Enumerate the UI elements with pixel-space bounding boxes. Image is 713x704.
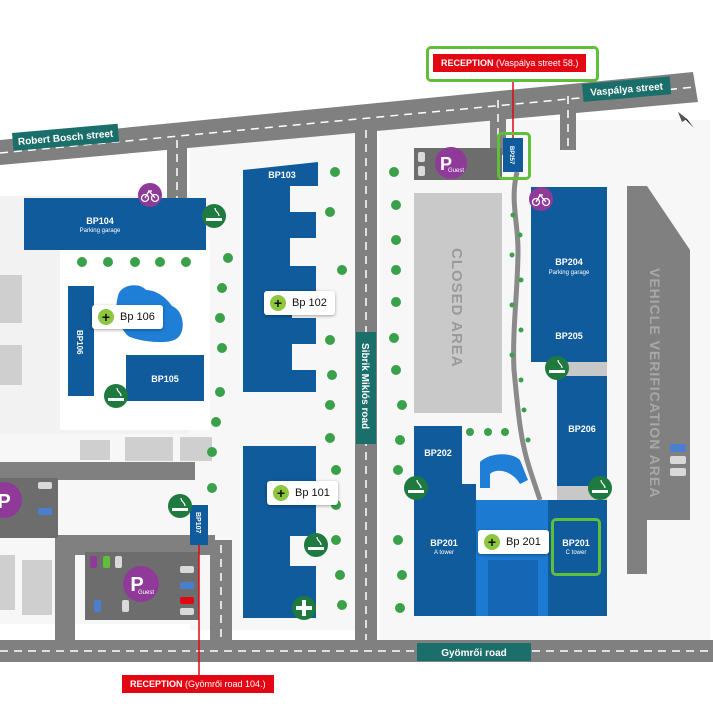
first-aid-icon: [292, 596, 316, 620]
parking-vehicle-area: [670, 444, 686, 476]
reception-bottom-title: RECEPTION: [130, 679, 183, 689]
reception-top-highlight: [426, 46, 599, 82]
road-markings: [0, 86, 713, 652]
street-sign-sibrik: Sibrik Miklós road: [356, 332, 376, 444]
bike-icon: [138, 183, 162, 207]
street-sign-robert-bosch: Robert Bosch street: [12, 123, 120, 151]
courtyard-arch: [480, 454, 528, 488]
reception-top-label[interactable]: RECEPTION (Vaspálya street 58.): [433, 54, 587, 72]
reception-bottom-address: (Gyömrői road 104.): [185, 679, 266, 689]
bp103-label: BP103: [268, 170, 296, 180]
tag-bp102-label: Bp 102: [292, 297, 327, 309]
tag-bp201-label: Bp 201: [506, 536, 541, 548]
bp257-highlight: [497, 132, 531, 180]
smoking-icon: [588, 476, 612, 500]
svg-text:P: P: [0, 491, 11, 513]
bp107-building[interactable]: [190, 505, 208, 545]
bp206-label: BP206: [568, 424, 596, 434]
access-path: [511, 171, 543, 501]
plus-icon: +: [270, 295, 286, 311]
svg-text:Sibrik Miklós road: Sibrik Miklós road: [359, 343, 370, 429]
smoking-icon: [104, 384, 128, 408]
street-sign-gyomroi: Gyömrői road: [417, 643, 531, 661]
tag-bp101-label: Bp 101: [295, 487, 330, 499]
tag-bp106[interactable]: + Bp 106: [92, 305, 163, 329]
bp205-building[interactable]: [531, 322, 607, 362]
svg-text:Guest: Guest: [138, 590, 154, 596]
bp205-connector: [557, 362, 607, 376]
svg-text:P: P: [440, 154, 452, 174]
closed-area: [414, 193, 502, 413]
reception-top-title: RECEPTION: [441, 58, 494, 68]
bp202-label: BP202: [424, 448, 452, 458]
bp202-building[interactable]: [414, 426, 462, 484]
bp201a-label: BP201: [430, 538, 458, 548]
tag-bp106-label: Bp 106: [120, 311, 155, 323]
bp104-label: BP104: [86, 216, 114, 226]
bp101-building[interactable]: [243, 446, 316, 618]
tag-bp101[interactable]: + Bp 101: [267, 481, 338, 505]
svg-text:Gyömrői road: Gyömrői road: [441, 648, 507, 659]
bp204-label: BP204: [555, 257, 583, 267]
bp105-building[interactable]: [126, 355, 204, 401]
bp105-label: BP105: [151, 374, 179, 384]
reception-bottom-label[interactable]: RECEPTION (Gyömrői road 104.): [122, 675, 274, 693]
bp205-label: BP205: [555, 331, 583, 341]
bike-icon: [529, 187, 553, 211]
bp106-label: BP106: [75, 330, 84, 355]
bp201-a-building[interactable]: [414, 484, 476, 616]
bp257-building[interactable]: [503, 138, 523, 172]
tag-bp102[interactable]: + Bp 102: [264, 291, 335, 315]
vehicle-verification-label: VEHICLE VERIFICATION AREA: [647, 268, 663, 498]
bp107-label: BP107: [194, 512, 201, 534]
bp206-building[interactable]: [557, 376, 607, 486]
parking-lot-guest-bottom: P Guest: [85, 552, 199, 620]
bp201-link-inner: [488, 560, 538, 616]
bp201c-highlight: [551, 518, 601, 576]
tag-bp201[interactable]: + Bp 201: [478, 530, 549, 554]
bp201c-sublabel: C tower: [566, 550, 587, 556]
parking-lot-guest-top: P Guest: [414, 147, 502, 180]
smoking-icon: [404, 476, 428, 500]
reception-top-address: (Vaspálya street 58.): [496, 58, 579, 68]
street-sign-vaspalya: Vaspálya street: [582, 76, 672, 102]
misc-structures: [0, 275, 212, 615]
bp257-label: BP257: [508, 146, 514, 165]
bp102-building[interactable]: [243, 162, 318, 392]
plus-icon: +: [273, 485, 289, 501]
svg-text:P: P: [130, 574, 143, 596]
smoking-icon: [545, 356, 569, 380]
smoking-area-icons: [104, 204, 612, 557]
bp201c-label: BP201: [562, 538, 590, 548]
bp104-sublabel: Parking garage: [80, 228, 121, 234]
plus-icon: +: [484, 534, 500, 550]
guest-parking-icon: [123, 566, 159, 602]
parking-lot-left: P: [0, 478, 58, 538]
smoking-icon: [304, 533, 328, 557]
closed-area-label: CLOSED AREA: [448, 248, 465, 368]
parking-icon: [0, 482, 22, 518]
buildings-layer: [24, 138, 607, 618]
svg-text:Guest: Guest: [448, 168, 464, 174]
smoking-icon: [168, 494, 192, 518]
smoking-icon: [202, 204, 226, 228]
bp104-building[interactable]: [24, 198, 206, 250]
bp106-building[interactable]: [68, 286, 94, 396]
bp201a-sublabel: A tower: [434, 550, 454, 556]
guest-parking-icon: [435, 147, 467, 179]
plus-icon: +: [98, 309, 114, 325]
bp204-sublabel: Parking garage: [549, 270, 590, 276]
north-arrow-icon: [678, 112, 694, 128]
